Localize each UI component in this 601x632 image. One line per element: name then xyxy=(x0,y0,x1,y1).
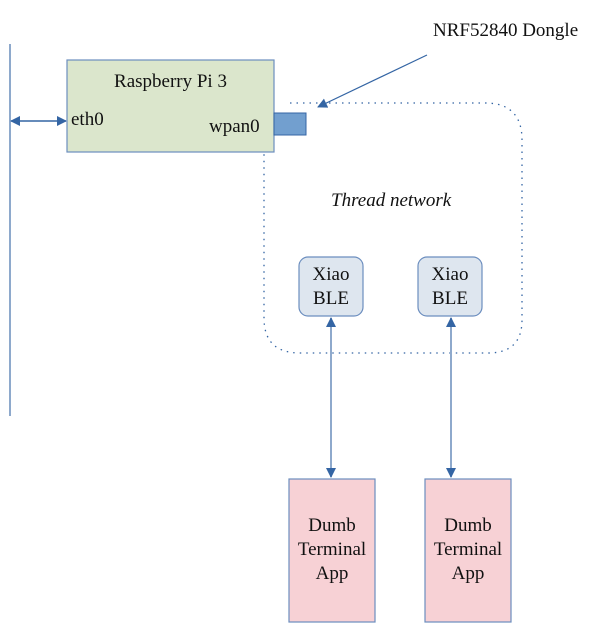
xiao-ble-label-1: Xiao BLE xyxy=(299,263,363,311)
terminal-1-line2: Terminal xyxy=(297,539,367,560)
wpan0-label: wpan0 xyxy=(209,116,260,137)
terminal-1-line3: App xyxy=(315,563,349,584)
thread-network-label: Thread network xyxy=(331,190,452,211)
eth0-label: eth0 xyxy=(71,109,104,130)
terminal-2-line3: App xyxy=(451,563,485,584)
terminal-2-line2: Terminal xyxy=(433,539,503,560)
raspberry-pi-box xyxy=(66,59,275,153)
terminal-app-label-2: Dumb Terminal App xyxy=(425,514,511,586)
terminal-app-box-2 xyxy=(424,478,512,623)
xiao-2-line1: Xiao xyxy=(431,264,469,285)
nrf52840-dongle xyxy=(273,112,307,136)
raspberry-pi-title: Raspberry Pi 3 xyxy=(114,71,227,92)
dongle-pointer-line xyxy=(317,54,428,108)
xiao-ble-label-2: Xiao BLE xyxy=(418,263,482,311)
xiao-ble-box-2 xyxy=(417,256,483,317)
dongle-label: NRF52840 Dongle xyxy=(433,20,579,41)
thread-network-boundary xyxy=(263,102,523,354)
terminal-2-line1: Dumb xyxy=(444,515,492,536)
xiao-1-line1: Xiao xyxy=(312,264,350,285)
terminal-app-label-1: Dumb Terminal App xyxy=(289,514,375,586)
terminal-app-box-1 xyxy=(288,478,376,623)
terminal-1-line1: Dumb xyxy=(308,515,356,536)
xiao-ble-box-1 xyxy=(298,256,364,317)
xiao-2-line2: BLE xyxy=(432,288,468,309)
xiao-1-line2: BLE xyxy=(313,288,349,309)
